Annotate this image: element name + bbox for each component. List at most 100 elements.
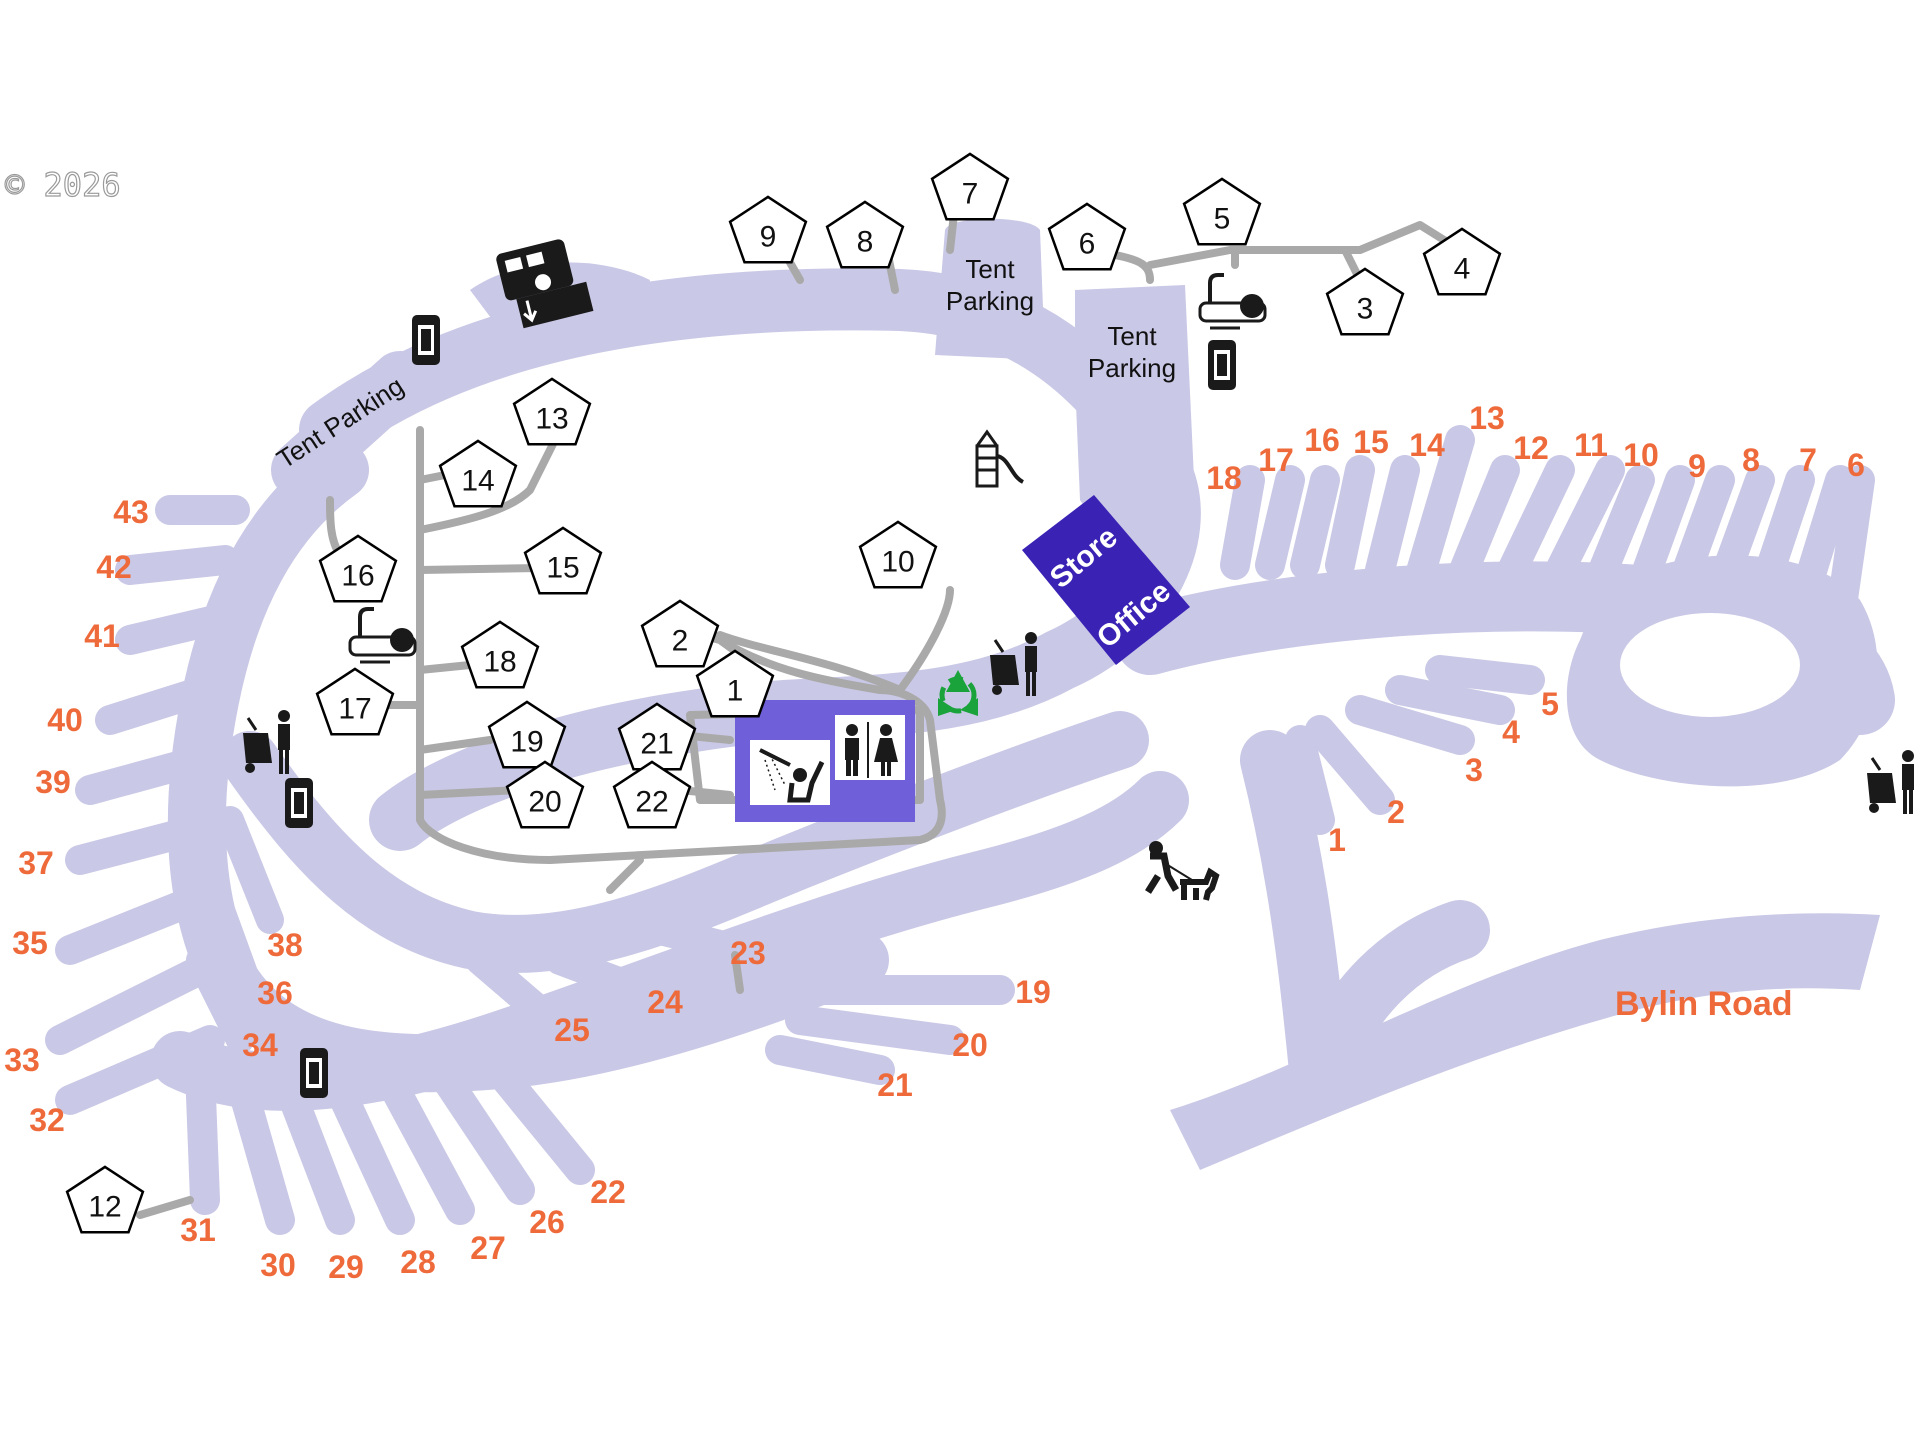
rv-site-7[interactable]: 7 bbox=[1799, 442, 1817, 478]
tent-site-10[interactable]: 10 bbox=[858, 520, 938, 589]
tent-site-7[interactable]: 7 bbox=[930, 152, 1010, 221]
tent-site-15[interactable]: 15 bbox=[523, 526, 603, 595]
tent-parking-top: Tent Parking bbox=[946, 254, 1034, 316]
rv-site-40[interactable]: 40 bbox=[47, 702, 83, 738]
rv-site-12[interactable]: 12 bbox=[1513, 430, 1549, 466]
tent-site-number: 21 bbox=[640, 728, 673, 761]
tent-site-8[interactable]: 8 bbox=[825, 200, 905, 269]
rv-site-25[interactable]: 25 bbox=[554, 1012, 590, 1048]
trash-disposal-icon bbox=[243, 710, 290, 774]
tent-site-number: 2 bbox=[672, 625, 689, 658]
rv-site-30[interactable]: 30 bbox=[260, 1247, 296, 1283]
rv-site-37[interactable]: 37 bbox=[18, 845, 54, 881]
store-office-building[interactable]: Store Office bbox=[1022, 495, 1190, 665]
trash-disposal-icon bbox=[1867, 750, 1914, 814]
tent-site-number: 10 bbox=[881, 546, 914, 579]
tent-site-6[interactable]: 6 bbox=[1047, 202, 1127, 271]
tent-parking-label-line1: Tent bbox=[965, 254, 1015, 284]
rv-site-31[interactable]: 31 bbox=[180, 1212, 216, 1248]
rv-site-35[interactable]: 35 bbox=[12, 925, 48, 961]
tent-site-22[interactable]: 22 bbox=[612, 760, 692, 829]
tent-site-marker bbox=[523, 526, 603, 595]
rv-site-3[interactable]: 3 bbox=[1465, 752, 1483, 788]
copyright-text: © 2026 bbox=[5, 166, 121, 204]
tent-site-marker bbox=[1047, 202, 1127, 271]
tent-site-1[interactable]: 1 bbox=[695, 649, 775, 718]
rv-site-21[interactable]: 21 bbox=[877, 1067, 913, 1103]
roads bbox=[45, 218, 1895, 1235]
rv-site-28[interactable]: 28 bbox=[400, 1244, 436, 1280]
rv-site-43[interactable]: 43 bbox=[113, 494, 149, 530]
rv-site-36[interactable]: 36 bbox=[257, 975, 293, 1011]
rv-site-16[interactable]: 16 bbox=[1304, 422, 1340, 458]
tent-site-marker bbox=[315, 667, 395, 736]
tent-site-number: 12 bbox=[88, 1191, 121, 1224]
rv-site-2[interactable]: 2 bbox=[1387, 794, 1405, 830]
rv-site-24[interactable]: 24 bbox=[647, 984, 683, 1020]
rv-site-10[interactable]: 10 bbox=[1623, 437, 1659, 473]
portable-toilet-icon bbox=[1208, 340, 1236, 390]
recycling-icon bbox=[938, 670, 978, 716]
tent-site-17[interactable]: 17 bbox=[315, 667, 395, 736]
rv-site-9[interactable]: 9 bbox=[1688, 448, 1706, 484]
tent-site-number: 20 bbox=[528, 786, 561, 819]
tent-parking-label-line2: Parking bbox=[1088, 353, 1176, 383]
water-spigot-icon bbox=[1198, 273, 1267, 330]
rv-site-20[interactable]: 20 bbox=[952, 1027, 988, 1063]
rv-site-26[interactable]: 26 bbox=[529, 1204, 565, 1240]
rv-site-38[interactable]: 38 bbox=[267, 927, 303, 963]
tent-site-5[interactable]: 5 bbox=[1182, 177, 1262, 246]
tent-site-marker bbox=[1182, 177, 1262, 246]
rv-site-17[interactable]: 17 bbox=[1258, 442, 1294, 478]
rv-site-18[interactable]: 18 bbox=[1206, 460, 1242, 496]
tent-site-3[interactable]: 3 bbox=[1325, 267, 1405, 336]
tent-site-4[interactable]: 4 bbox=[1422, 227, 1502, 296]
tent-site-marker bbox=[318, 534, 398, 603]
rv-site-19[interactable]: 19 bbox=[1015, 974, 1051, 1010]
tent-site-marker bbox=[728, 195, 808, 264]
rv-site-1[interactable]: 1 bbox=[1328, 822, 1346, 858]
rv-site-6[interactable]: 6 bbox=[1847, 447, 1865, 483]
tent-site-14[interactable]: 14 bbox=[438, 439, 518, 508]
rv-site-33[interactable]: 33 bbox=[4, 1042, 40, 1078]
rv-site-5[interactable]: 5 bbox=[1541, 686, 1559, 722]
tent-site-number: 5 bbox=[1214, 203, 1231, 236]
dog-walk-icon bbox=[1145, 841, 1220, 901]
tent-site-12[interactable]: 12 bbox=[65, 1165, 145, 1234]
tent-site-marker bbox=[825, 200, 905, 269]
portable-toilet-icon bbox=[300, 1048, 328, 1098]
restroom-shower-building[interactable] bbox=[735, 700, 915, 822]
tent-site-20[interactable]: 20 bbox=[505, 760, 585, 829]
rv-site-14[interactable]: 14 bbox=[1409, 427, 1445, 463]
tent-site-marker bbox=[460, 620, 540, 689]
rv-site-13[interactable]: 13 bbox=[1469, 400, 1505, 436]
rv-site-34[interactable]: 34 bbox=[242, 1027, 278, 1063]
tent-parking-right: Tent Parking bbox=[1088, 321, 1176, 383]
tent-site-19[interactable]: 19 bbox=[487, 700, 567, 769]
tent-site-number: 14 bbox=[461, 465, 494, 498]
rv-site-4[interactable]: 4 bbox=[1502, 714, 1520, 750]
rv-site-23[interactable]: 23 bbox=[730, 935, 766, 971]
tent-site-2[interactable]: 2 bbox=[640, 599, 720, 668]
tent-site-9[interactable]: 9 bbox=[728, 195, 808, 264]
rv-site-32[interactable]: 32 bbox=[29, 1102, 65, 1138]
rv-site-29[interactable]: 29 bbox=[328, 1249, 364, 1285]
rv-site-27[interactable]: 27 bbox=[470, 1230, 506, 1266]
rv-site-15[interactable]: 15 bbox=[1353, 424, 1389, 460]
rv-site-11[interactable]: 11 bbox=[1574, 427, 1608, 463]
rv-site-8[interactable]: 8 bbox=[1742, 442, 1760, 478]
tent-site-16[interactable]: 16 bbox=[318, 534, 398, 603]
tent-site-18[interactable]: 18 bbox=[460, 620, 540, 689]
tent-site-marker bbox=[1325, 267, 1405, 336]
rv-site-41[interactable]: 41 bbox=[84, 618, 120, 654]
tent-site-marker bbox=[505, 760, 585, 829]
tent-site-13[interactable]: 13 bbox=[512, 377, 592, 446]
tent-site-number: 9 bbox=[760, 221, 777, 254]
rv-site-39[interactable]: 39 bbox=[35, 764, 71, 800]
rv-site-22[interactable]: 22 bbox=[590, 1174, 626, 1210]
rv-site-42[interactable]: 42 bbox=[96, 549, 132, 585]
tent-site-marker bbox=[65, 1165, 145, 1234]
tent-site-number: 6 bbox=[1079, 228, 1096, 261]
tent-site-marker bbox=[512, 377, 592, 446]
